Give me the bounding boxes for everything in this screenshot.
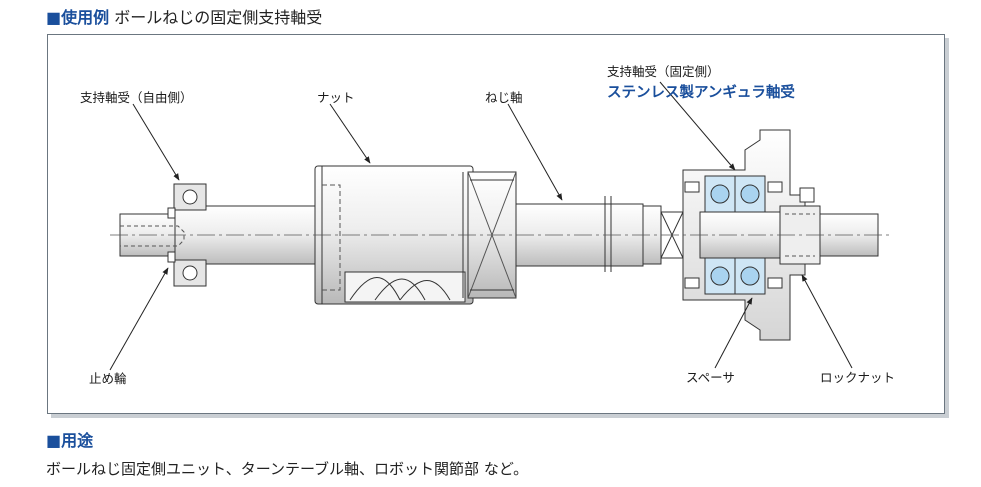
page-header: ■使用例 ボールねじの固定側支持軸受: [46, 8, 322, 28]
header-title: ボールねじの固定側支持軸受: [114, 8, 323, 27]
free-side-bearing: [167, 183, 207, 287]
header-prefix: ■使用例: [46, 8, 110, 27]
label-support-free-side: 支持軸受（自由側）: [80, 90, 193, 105]
label-snap-ring: 止め輪: [89, 371, 127, 386]
label-lock-nut: ロックナット: [820, 370, 896, 385]
label-spacer: スペーサ: [686, 370, 735, 385]
screw-shaft: [514, 196, 684, 272]
label-nut: ナット: [317, 90, 355, 105]
leader-lines: [109, 81, 853, 371]
label-stainless-angular-bearing: ステンレス製アンギュラ軸受: [607, 85, 795, 101]
label-support-fixed-side: 支持軸受（固定側）: [607, 64, 720, 79]
usage-heading: ■用途: [46, 431, 94, 450]
label-screw-shaft: ねじ軸: [485, 90, 523, 105]
usage-text: ボールねじ固定側ユニット、ターンテーブル軸、ロボット関節部 など。: [46, 460, 529, 478]
